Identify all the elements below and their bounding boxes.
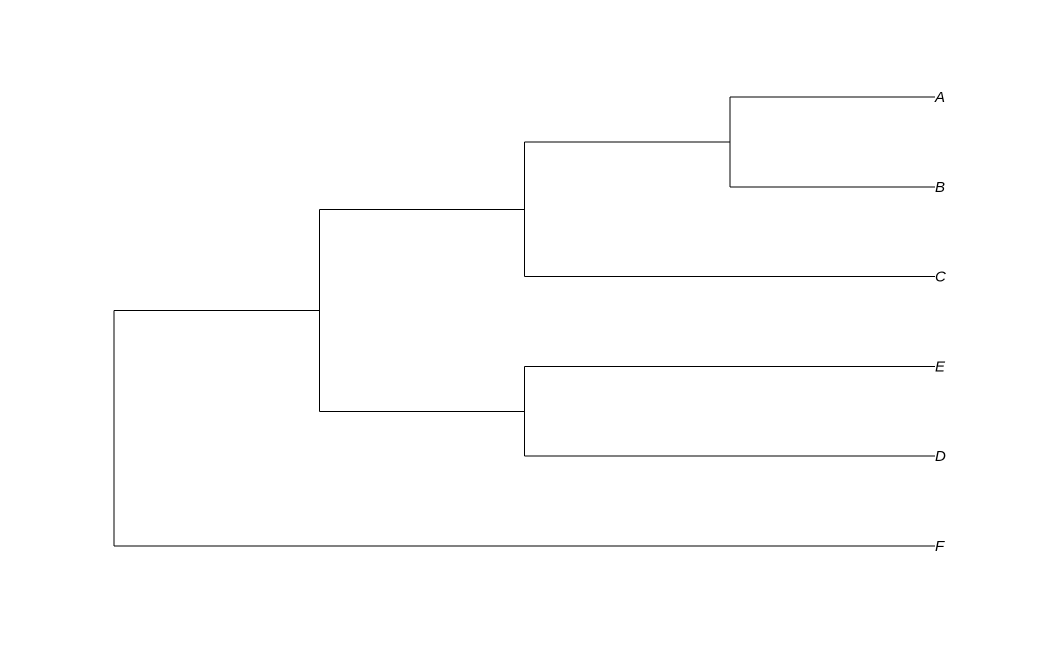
tip-label-E: E xyxy=(935,358,946,375)
tip-label-A: A xyxy=(934,89,945,106)
tip-label-D: D xyxy=(935,448,946,465)
tip-label-C: C xyxy=(935,269,946,286)
tip-label-F: F xyxy=(935,538,945,555)
tip-label-B: B xyxy=(935,179,945,196)
